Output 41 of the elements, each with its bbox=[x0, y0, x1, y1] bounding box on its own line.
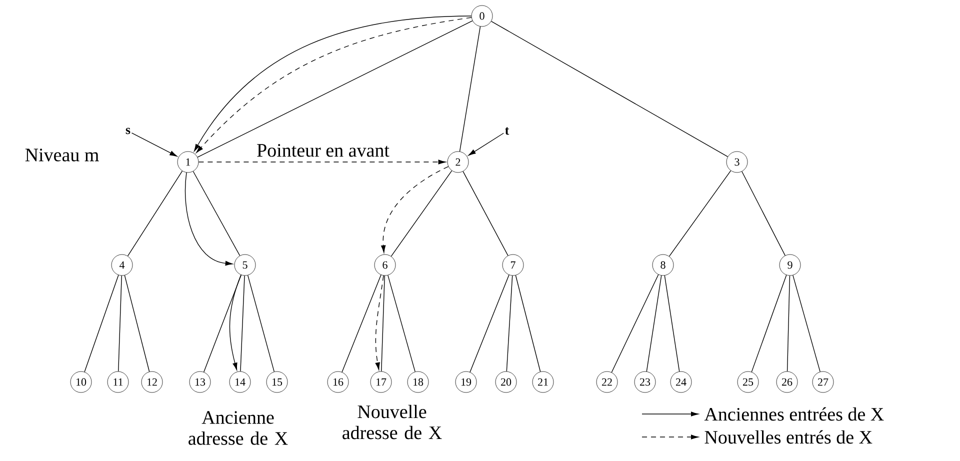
tree-line bbox=[127, 170, 183, 256]
arrow bbox=[375, 275, 384, 370]
arrow bbox=[198, 160, 446, 164]
address-label: Nouvelle adresse de X bbox=[342, 404, 442, 440]
edge-label: Pointeur en avant bbox=[256, 143, 390, 158]
tree-line bbox=[459, 26, 481, 152]
arrow bbox=[381, 166, 449, 253]
tree-line bbox=[462, 171, 508, 256]
arrow bbox=[184, 172, 233, 266]
letter-label: s bbox=[126, 128, 130, 134]
tree-line bbox=[118, 275, 122, 372]
tree-line bbox=[751, 274, 787, 372]
tree-line bbox=[786, 275, 790, 372]
arrow bbox=[229, 274, 242, 370]
tree-line bbox=[381, 275, 385, 372]
tree-line bbox=[470, 274, 510, 372]
tree-line bbox=[515, 275, 541, 372]
tree-line bbox=[240, 275, 245, 372]
tree-line bbox=[668, 170, 732, 257]
tree-line bbox=[204, 274, 242, 372]
tree-line bbox=[742, 171, 786, 256]
legend-label: Nouvelles entrés de X bbox=[704, 430, 872, 444]
tree-line bbox=[664, 275, 680, 372]
tree-line bbox=[390, 170, 452, 257]
address-label: Ancienne adresse de X bbox=[188, 411, 288, 445]
legend-label: Anciennes entrées de X bbox=[704, 407, 884, 421]
tree-line bbox=[388, 274, 416, 372]
arrow bbox=[468, 132, 504, 156]
tree-line bbox=[490, 20, 728, 158]
tree-line bbox=[84, 274, 119, 372]
tree-line bbox=[646, 275, 662, 372]
tree-line bbox=[124, 275, 150, 372]
arrow bbox=[131, 132, 178, 157]
level-label: Niveau m bbox=[25, 148, 99, 162]
tree-line bbox=[506, 275, 513, 372]
tree-line bbox=[247, 274, 275, 372]
letter-label: t bbox=[505, 127, 510, 135]
tree-line bbox=[342, 274, 382, 372]
tree-line bbox=[792, 274, 820, 372]
tree-line bbox=[611, 274, 659, 373]
tree-line bbox=[192, 171, 240, 256]
